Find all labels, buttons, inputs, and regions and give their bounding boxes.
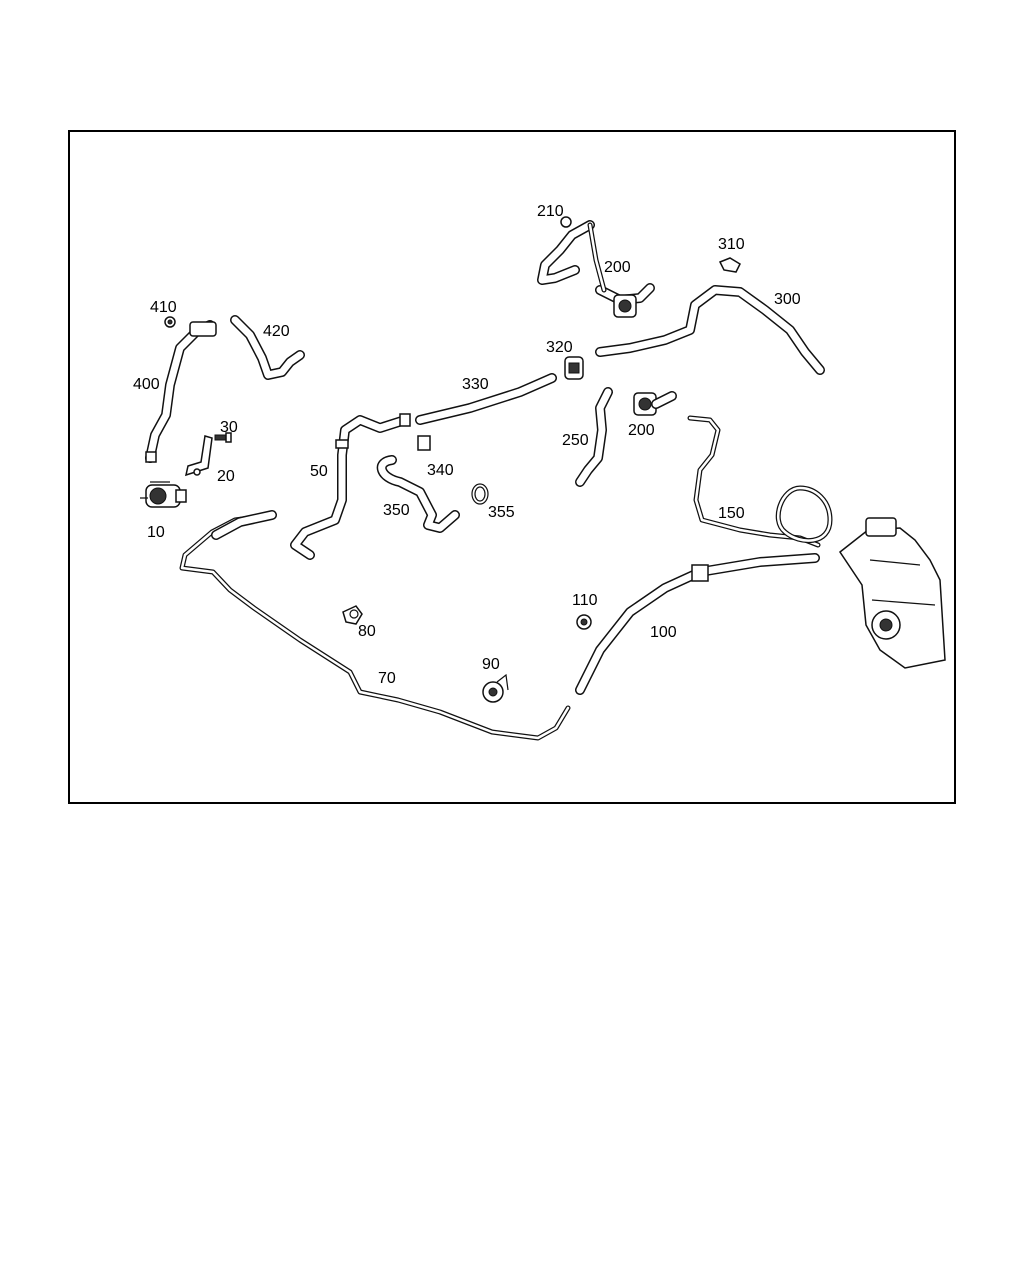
callout-200-upper: 200 — [604, 259, 631, 276]
part-320-connector[interactable] — [564, 356, 584, 380]
part-340-clip[interactable] — [417, 435, 431, 451]
callout-30: 30 — [220, 419, 238, 436]
part-300-hose[interactable] — [595, 285, 825, 375]
part-330-pipe[interactable] — [415, 373, 557, 425]
part-70-line[interactable] — [179, 510, 571, 741]
callout-20: 20 — [217, 468, 235, 485]
part-10-pump[interactable] — [140, 481, 187, 508]
callout-320: 320 — [546, 339, 573, 356]
part-90-clip[interactable] — [482, 673, 509, 703]
part-350-hose[interactable] — [376, 455, 460, 533]
part-250-hose[interactable] — [575, 387, 613, 487]
part-420-hose[interactable] — [230, 315, 305, 380]
callout-70: 70 — [378, 670, 396, 687]
callout-310: 310 — [718, 236, 745, 253]
part-210-hose[interactable] — [537, 216, 607, 293]
callout-150: 150 — [718, 505, 745, 522]
callout-50: 50 — [310, 463, 328, 480]
callout-355: 355 — [488, 504, 515, 521]
part-30-bolt[interactable] — [214, 432, 232, 443]
callout-350: 350 — [383, 502, 410, 519]
callout-10: 10 — [147, 524, 165, 541]
callout-110: 110 — [572, 592, 598, 609]
callout-400: 400 — [133, 376, 160, 393]
callout-90: 90 — [482, 656, 500, 673]
callout-80: 80 — [358, 623, 376, 640]
part-20-bracket[interactable] — [184, 435, 213, 477]
part-410-clip[interactable] — [164, 316, 176, 328]
part-110-clip[interactable] — [576, 614, 592, 630]
callout-250: 250 — [562, 432, 589, 449]
part-355-o-ring[interactable] — [471, 483, 489, 505]
callout-340: 340 — [427, 462, 454, 479]
part-400-hose[interactable] — [145, 320, 217, 463]
callout-100: 100 — [650, 624, 677, 641]
part-200-valve-upper[interactable] — [595, 283, 655, 318]
part-310-clip[interactable] — [718, 257, 741, 273]
callout-210: 210 — [537, 203, 564, 220]
callout-410: 410 — [150, 299, 177, 316]
part-50-hose[interactable] — [290, 413, 411, 560]
diagram-frame — [68, 130, 956, 804]
part-200-valve-lower[interactable] — [633, 391, 677, 416]
expansion-tank[interactable] — [838, 517, 946, 669]
part-80-clip[interactable] — [342, 605, 363, 625]
part-100-hose[interactable] — [575, 553, 820, 695]
callout-200-lower: 200 — [628, 422, 655, 439]
part-150-line[interactable] — [687, 415, 833, 548]
callout-330: 330 — [462, 376, 489, 393]
callout-420: 420 — [263, 323, 290, 340]
callout-300: 300 — [774, 291, 801, 308]
